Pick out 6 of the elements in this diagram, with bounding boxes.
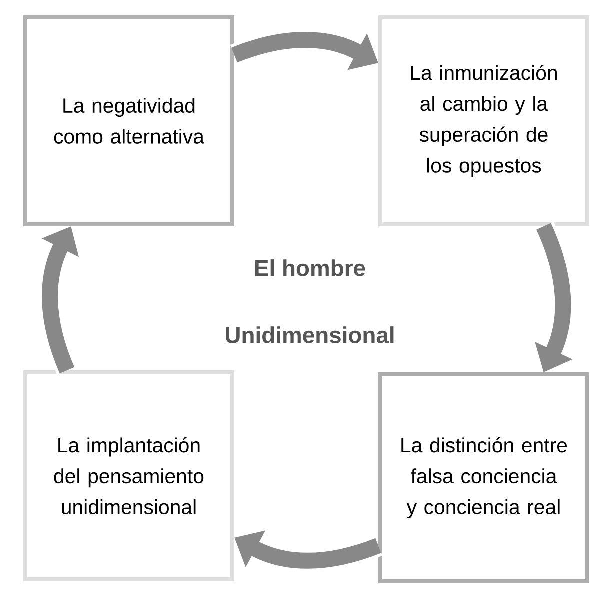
center-title: Unidimensional <box>226 326 394 344</box>
center-title: El hombre <box>256 260 366 276</box>
text-box: La implantación del pensamiento unidimensional <box>24 370 234 582</box>
text-box: La distinción entre falsa conciencia y conciencia real <box>378 372 590 584</box>
text-box: La inmunización al cambio y la superación de los opuestos <box>378 16 590 226</box>
text-box: La negatividad como alternativa <box>24 16 234 226</box>
